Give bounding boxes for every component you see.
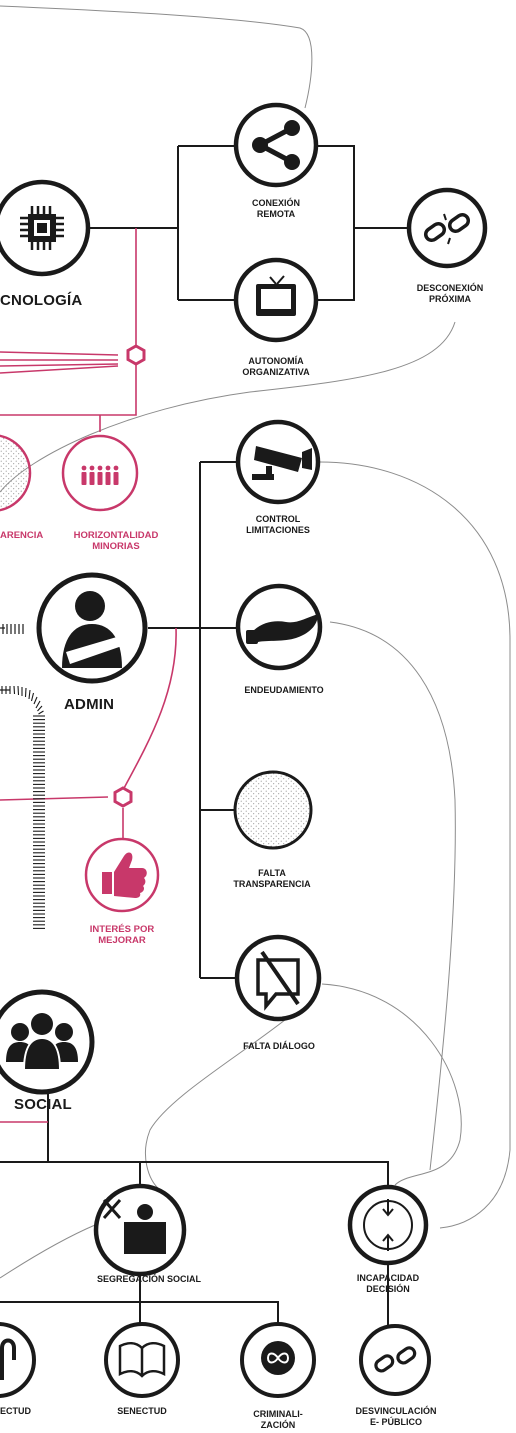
node-interes-por-mejorar[interactable] bbox=[84, 837, 160, 913]
node-desvinculacion[interactable] bbox=[359, 1324, 431, 1396]
striped-bar bbox=[0, 624, 24, 691]
grey-curve-top bbox=[0, 5, 313, 109]
striped-column bbox=[33, 715, 45, 929]
security-camera-icon bbox=[252, 446, 312, 480]
grey-curve-endeudamiento bbox=[329, 621, 456, 1171]
grey-connectors bbox=[0, 5, 511, 1279]
node-tecnologia[interactable] bbox=[0, 179, 91, 277]
label-transparencia: ARENCIA bbox=[0, 530, 44, 541]
segregated-person-icon bbox=[102, 1199, 166, 1254]
node-falta-transparencia[interactable] bbox=[233, 770, 313, 850]
node-horizontalidad[interactable] bbox=[61, 434, 139, 512]
inward-arrows-icon bbox=[363, 1199, 413, 1251]
open-hand-icon bbox=[246, 614, 318, 644]
label-falta-dialogo: FALTA DIÁLOGO bbox=[243, 1041, 315, 1051]
striped-arc bbox=[1, 685, 44, 715]
no-chat-icon bbox=[256, 950, 300, 1011]
chip-icon bbox=[20, 206, 64, 250]
node-autonomia-organizativa[interactable] bbox=[233, 257, 319, 343]
junction-hexagon-top bbox=[126, 344, 146, 366]
label-endeudamiento: ENDEUDAMIENTO bbox=[244, 685, 324, 695]
node-admin[interactable] bbox=[36, 572, 148, 684]
pink-connectors bbox=[0, 228, 177, 1123]
share-icon bbox=[252, 120, 300, 170]
broken-chain-icon bbox=[423, 212, 471, 245]
node-control-limitaciones[interactable] bbox=[235, 419, 321, 505]
node-desconexion-proxima[interactable] bbox=[406, 187, 488, 269]
node-incapacidad-decision[interactable] bbox=[347, 1184, 429, 1266]
junction-hexagon-admin bbox=[113, 786, 133, 808]
label-social: SOCIAL bbox=[14, 1096, 72, 1113]
grey-curve-desconexion bbox=[0, 321, 456, 493]
label-admin: ADMIN bbox=[64, 696, 115, 713]
grey-curve-control bbox=[319, 461, 511, 1229]
node-transparencia[interactable] bbox=[0, 434, 32, 512]
label-senectud-partial: ECTUD bbox=[0, 1406, 31, 1416]
cane-icon bbox=[0, 1338, 16, 1380]
black-connectors bbox=[0, 145, 408, 1330]
node-senectud[interactable] bbox=[104, 1322, 180, 1398]
group-people-icon bbox=[81, 465, 119, 485]
node-conexion-remota[interactable] bbox=[233, 102, 319, 188]
node-endeudamiento[interactable] bbox=[235, 583, 323, 671]
node-social[interactable] bbox=[0, 989, 95, 1095]
administrator-icon bbox=[62, 591, 122, 668]
thumbs-up-icon bbox=[102, 852, 147, 898]
book-icon bbox=[118, 1342, 166, 1378]
node-criminalizacion[interactable] bbox=[240, 1322, 316, 1398]
node-senectud-partial[interactable] bbox=[0, 1322, 36, 1398]
node-segregacion-social[interactable] bbox=[93, 1183, 187, 1277]
people-group-icon bbox=[6, 1013, 78, 1071]
label-senectud: SENECTUD bbox=[117, 1406, 167, 1416]
broken-chain-icon bbox=[374, 1346, 417, 1373]
grey-curve-social-left bbox=[0, 1224, 96, 1279]
node-falta-dialogo[interactable] bbox=[234, 934, 322, 1022]
label-tecnologia: CNOLOGÍA bbox=[0, 292, 83, 309]
television-icon bbox=[256, 275, 296, 316]
grey-curve-falta-dialogo bbox=[321, 983, 462, 1186]
infinity-face-icon bbox=[261, 1341, 295, 1375]
label-criminalizacion: CRIMINALI-ZACIÓN bbox=[253, 1409, 303, 1430]
grey-curve-social-loop bbox=[144, 1007, 301, 1191]
label-segregacion: SEGREGACIÓN SOCIAL bbox=[96, 1274, 201, 1284]
